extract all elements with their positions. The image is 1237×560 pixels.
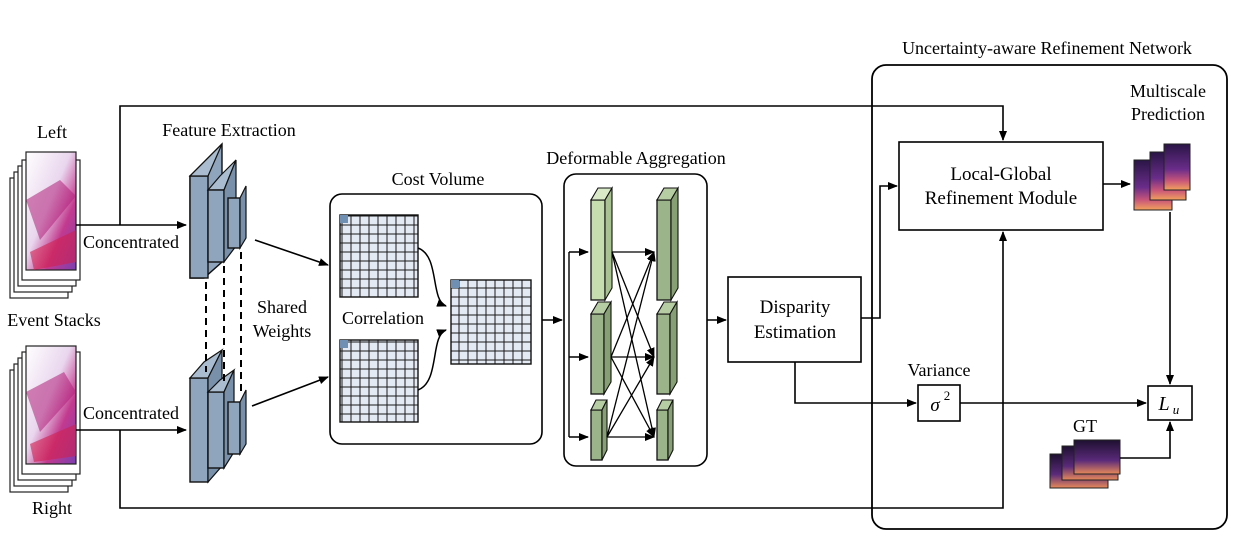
refinement-network-label: Uncertainty-aware Refinement Network	[902, 38, 1192, 58]
left-label: Left	[37, 122, 67, 142]
top-skip-connection	[119, 105, 1007, 225]
event-stack-icon	[9, 345, 81, 493]
correlation-label: Correlation	[342, 308, 424, 328]
concentrated-top-label: Concentrated	[83, 232, 179, 252]
shared-label: Shared	[257, 297, 307, 317]
variance-label: Variance	[908, 360, 971, 380]
gt-to-loss-arrow	[1120, 421, 1174, 459]
sigma-box: σ 2	[917, 384, 961, 422]
right-label: Right	[32, 498, 72, 518]
right-feature-grid	[339, 339, 419, 423]
depth-map-stack-icon	[1133, 143, 1191, 211]
aggregation-cross-connections	[606, 248, 656, 441]
left-event-stack	[9, 151, 81, 299]
refinement-network-box	[871, 64, 1228, 530]
correlation-curves	[417, 247, 447, 391]
cost-volume-grid	[450, 279, 532, 365]
feature-to-cost-arrows	[251, 239, 329, 407]
depth-map-stack-icon	[1049, 439, 1121, 489]
aggregation-blocks	[590, 185, 679, 461]
disparity-estimation-box	[727, 276, 862, 363]
shared-weights-dashes	[205, 252, 242, 396]
module-line2-label: Refinement Module	[925, 188, 1078, 209]
left-feature-grid	[339, 214, 419, 298]
deformable-aggregation-label: Deformable Aggregation	[546, 148, 725, 168]
weights-label: Weights	[253, 321, 312, 341]
loss-box: L u	[1147, 385, 1193, 421]
disparity-to-module-arrow	[861, 182, 898, 319]
deformable-aggregation-box	[563, 173, 708, 467]
cost-volume-label: Cost Volume	[392, 169, 485, 189]
event-stack-icon	[9, 151, 81, 299]
bottom-skip-connection	[119, 231, 1007, 509]
sigma-symbol: σ	[930, 395, 940, 416]
estimation-label: Estimation	[754, 322, 837, 343]
right-event-stack	[9, 345, 81, 493]
gt-label: GT	[1073, 416, 1097, 436]
ground-truth-maps	[1049, 439, 1121, 489]
local-global-refinement-module	[898, 141, 1104, 231]
module-line1-label: Local-Global	[950, 164, 1051, 185]
event-stacks-label: Event Stacks	[7, 310, 100, 330]
feature-extraction-label: Feature Extraction	[162, 120, 295, 140]
prediction-label: Prediction	[1131, 104, 1205, 124]
disparity-label: Disparity	[760, 297, 831, 318]
multiscale-prediction-maps	[1133, 143, 1191, 211]
aggregation-input-arrows	[568, 248, 589, 441]
concentrated-bottom-label: Concentrated	[83, 403, 179, 423]
sigma-exponent: 2	[944, 388, 951, 403]
multiscale-label: Multiscale	[1130, 81, 1206, 101]
loss-subscript: u	[1173, 402, 1180, 417]
top-feature-extractor	[188, 142, 247, 279]
bottom-feature-extractor	[188, 348, 247, 484]
disparity-to-variance-arrow	[794, 362, 917, 407]
loss-symbol: L	[1157, 393, 1169, 415]
